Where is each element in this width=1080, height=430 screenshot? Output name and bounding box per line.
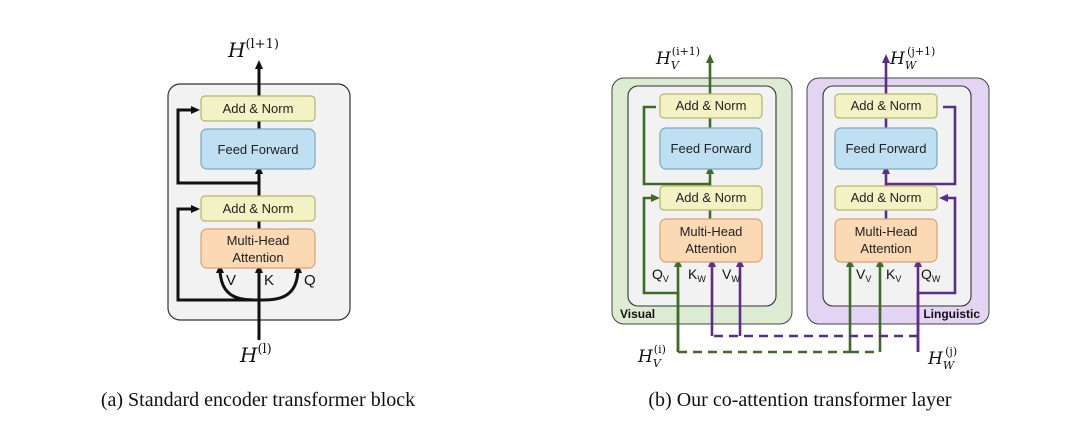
feed-forward-box: Feed Forward	[200, 128, 316, 170]
feed-forward-label: Feed Forward	[218, 142, 299, 157]
visual-add-norm-bottom-box: Add & Norm	[659, 185, 763, 211]
mha-line1: Multi-Head	[227, 233, 290, 248]
linguistic-feed-forward-box: Feed Forward	[834, 127, 938, 170]
residual-bottom-arrow	[176, 205, 259, 302]
visual-output-h-label: HV(i+1)	[655, 45, 700, 72]
v-label: V	[226, 272, 236, 289]
v-input-arrow	[216, 264, 260, 302]
input-h-label: H(l)	[239, 342, 272, 367]
visual-q-label: QV	[652, 266, 669, 284]
linguistic-region-label: Linguistic	[923, 307, 980, 321]
visual-feed-forward-label: Feed Forward	[671, 141, 752, 156]
linguistic-mha-line2: Attention	[860, 241, 911, 256]
k-label: K	[264, 272, 274, 289]
visual-add-norm-top-box: Add & Norm	[659, 93, 763, 119]
add-norm-bottom-box: Add & Norm	[200, 195, 316, 222]
panel-b-co-attention: Visual Linguistic	[611, 45, 990, 411]
visual-region-label: Visual	[620, 307, 655, 321]
caption-b: (b) Our co-attention transformer layer	[648, 389, 952, 411]
output-h-label: H(l+1)	[227, 37, 279, 62]
q-label: Q	[304, 272, 316, 289]
add-norm-bottom-label: Add & Norm	[223, 201, 294, 216]
linguistic-multi-head-attention-box: Multi-Head Attention	[834, 218, 938, 263]
linguistic-add-norm-top-box: Add & Norm	[834, 93, 938, 119]
visual-input-h-label: HV(i)	[637, 343, 666, 370]
linguistic-feed-forward-label: Feed Forward	[846, 141, 927, 156]
add-norm-top-label: Add & Norm	[223, 101, 294, 116]
multi-head-attention-box: Multi-Head Attention	[200, 228, 316, 269]
visual-feed-forward-box: Feed Forward	[659, 127, 763, 170]
visual-multi-head-attention-box: Multi-Head Attention	[659, 218, 763, 263]
visual-k-label: KW	[688, 266, 706, 284]
linguistic-input-h-label: HW(j)	[927, 345, 957, 372]
linguistic-add-norm-bottom-box: Add & Norm	[834, 185, 938, 211]
linguistic-output-h-label: HW(j+1)	[889, 45, 935, 72]
mha-line2: Attention	[232, 250, 283, 265]
visual-add-norm-bottom-label: Add & Norm	[676, 190, 747, 205]
visual-add-norm-top-label: Add & Norm	[676, 98, 747, 113]
linguistic-v-label: VV	[856, 266, 871, 284]
panel-a-standard-block: Add & Norm Feed Forward Add & Norm Multi…	[101, 37, 415, 411]
linguistic-mha-line1: Multi-Head	[855, 224, 918, 239]
add-norm-top-box: Add & Norm	[200, 95, 316, 122]
caption-a: (a) Standard encoder transformer block	[101, 389, 415, 411]
visual-mha-line1: Multi-Head	[680, 224, 743, 239]
visual-v-label: VW	[722, 266, 740, 284]
linguistic-q-label: QW	[921, 266, 941, 284]
residual-top-arrow	[176, 106, 259, 185]
linguistic-add-norm-top-label: Add & Norm	[851, 98, 922, 113]
q-input-arrow	[258, 264, 302, 302]
visual-mha-line2: Attention	[685, 241, 736, 256]
linguistic-stream-lines	[708, 54, 957, 352]
linguistic-k-label: KV	[886, 266, 901, 284]
linguistic-add-norm-bottom-label: Add & Norm	[851, 190, 922, 205]
